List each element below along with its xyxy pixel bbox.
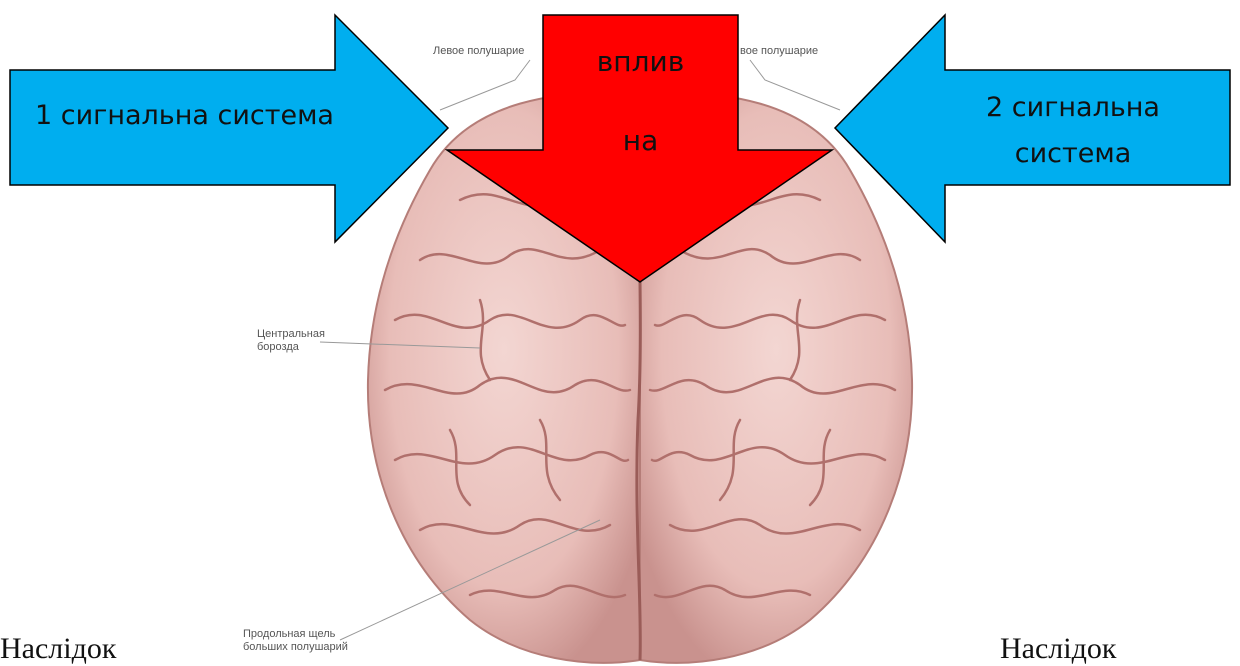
label-fissure-2: больших полушарий [243, 641, 348, 653]
consequence-left: Наслідок [0, 632, 116, 666]
right-arrow-text-2: система [958, 138, 1188, 169]
label-central-sulcus-2: борозда [257, 341, 299, 353]
right-arrow-text-1: 2 сигнальна [958, 92, 1188, 123]
label-fissure-1: Продольная щель [243, 628, 335, 640]
label-right-hemisphere: вое полушарие [740, 45, 818, 57]
down-arrow-text-2: на [543, 124, 738, 157]
label-left-hemisphere: Левое полушарие [433, 45, 524, 57]
down-arrow-text-1: вплив [543, 45, 738, 78]
right-arrow [835, 15, 1230, 242]
left-arrow-text: 1 сигнальна система [35, 100, 334, 131]
consequence-right: Наслідок [1000, 632, 1116, 666]
label-central-sulcus-1: Центральная [257, 328, 325, 340]
